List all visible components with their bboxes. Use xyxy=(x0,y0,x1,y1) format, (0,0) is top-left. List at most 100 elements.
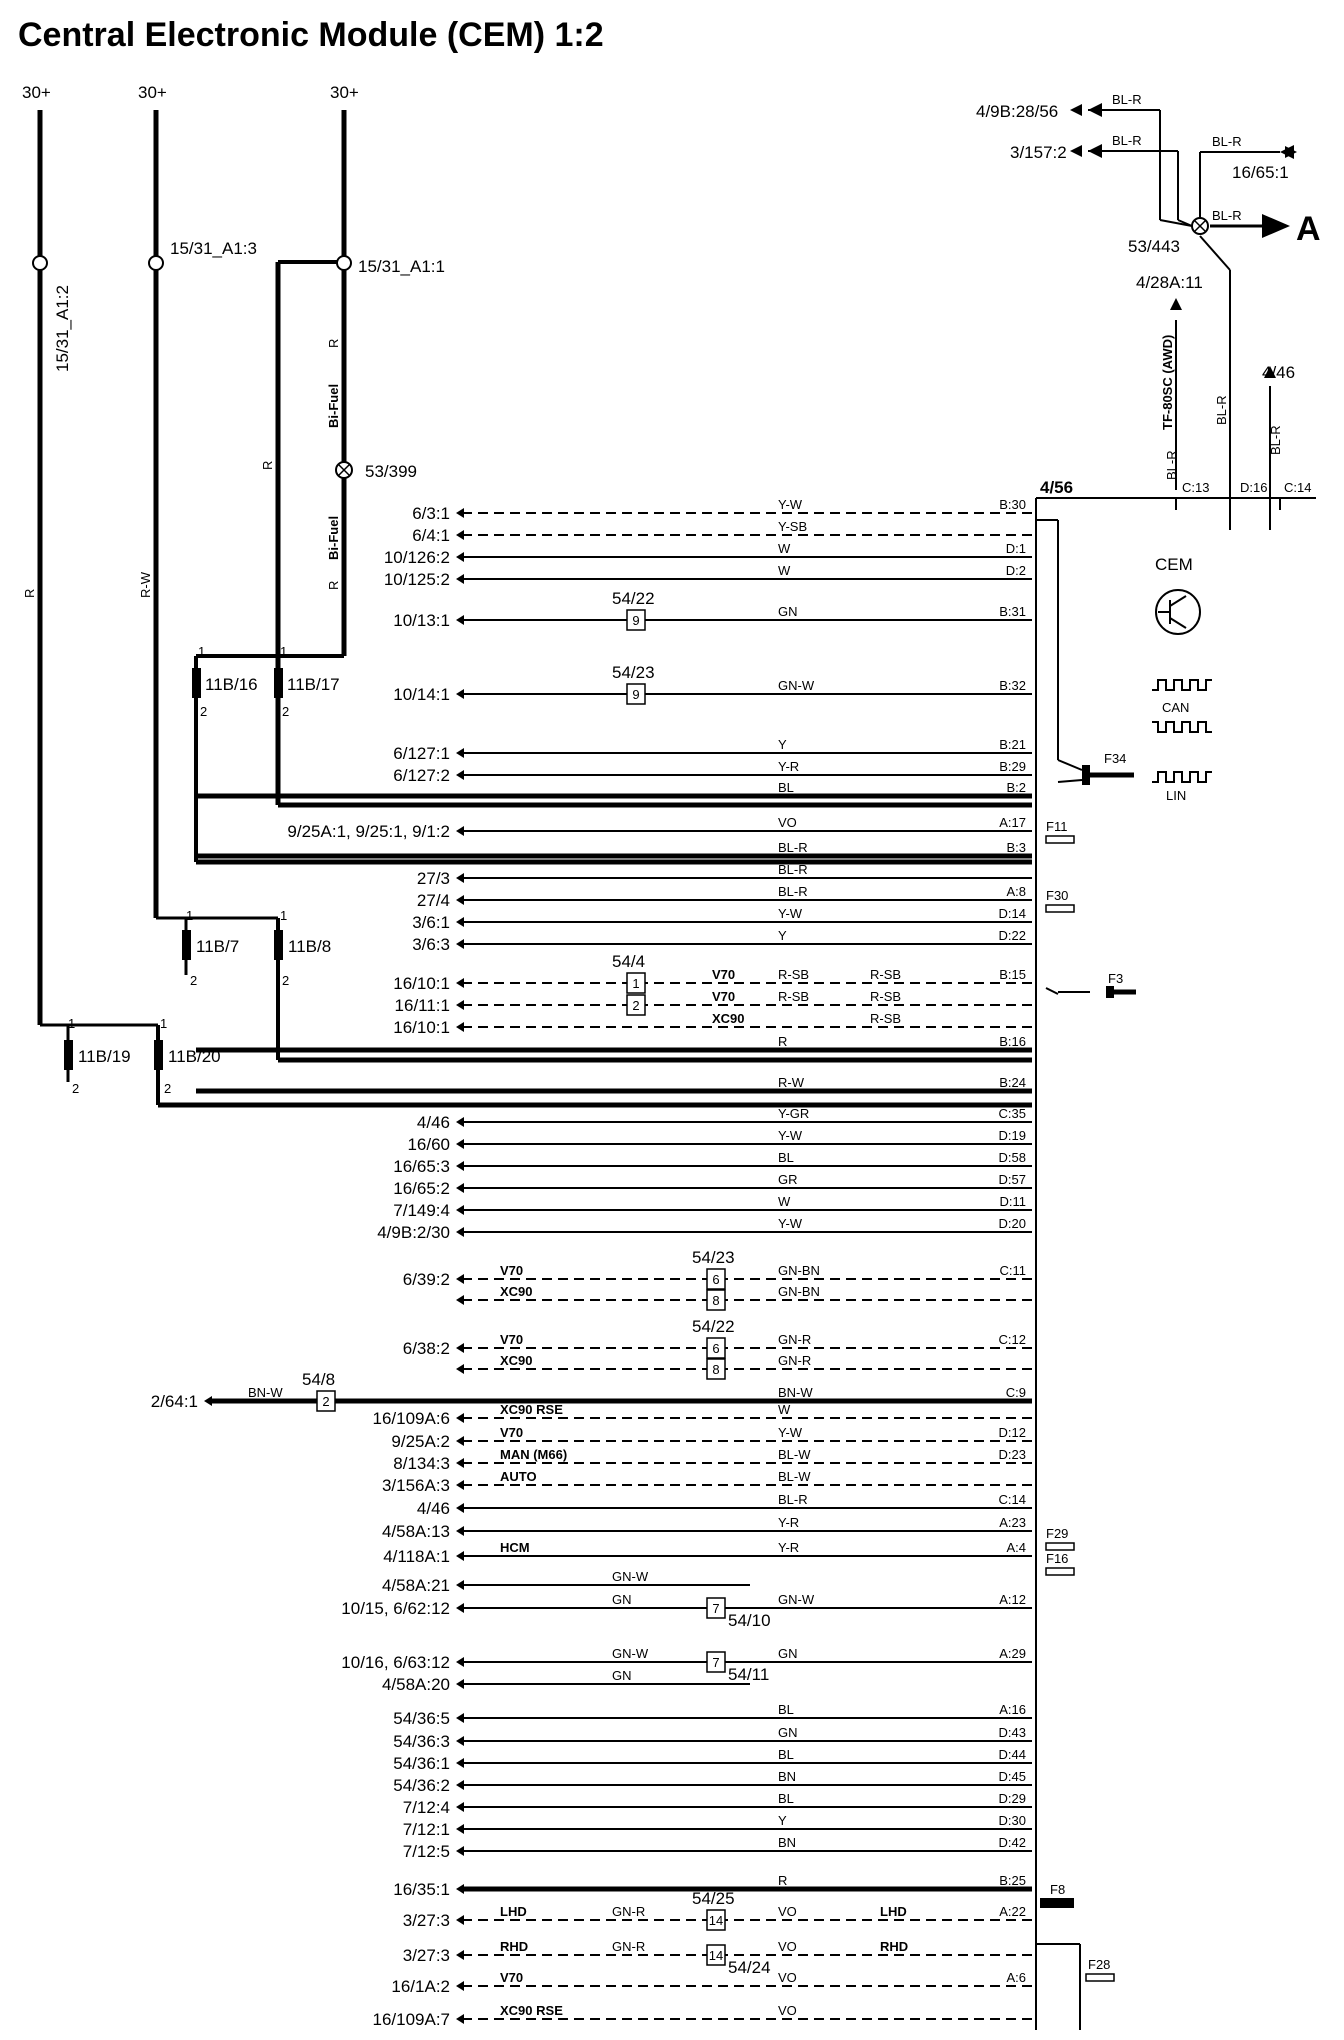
pin-c13: C:13 xyxy=(1182,480,1209,495)
wire-color: Y-W xyxy=(778,1425,803,1440)
pin-label: B:30 xyxy=(999,497,1026,512)
splice-right xyxy=(336,255,352,271)
pin-label: C:11 xyxy=(1000,1263,1027,1278)
wire-color: R-SB xyxy=(870,989,901,1004)
arrow-icon xyxy=(456,978,464,988)
pin-label: D:44 xyxy=(999,1747,1026,1762)
arrow-icon xyxy=(456,748,464,758)
variant-label: AUTO xyxy=(500,1469,537,1484)
row-destination: 10/125:2 xyxy=(384,570,450,589)
wire-color: VO xyxy=(778,1904,797,1919)
pin-label: D:19 xyxy=(999,1128,1026,1143)
wire-color: R xyxy=(778,1873,787,1888)
pin-label: B:32 xyxy=(999,678,1026,693)
wire-color: W xyxy=(778,1402,791,1417)
wire-color-left: R xyxy=(22,589,37,598)
variant-label: LHD xyxy=(500,1904,527,1919)
dest-3-157-2: 3/157:2 xyxy=(1010,143,1067,162)
fuse-f34-label: F34 xyxy=(1104,751,1126,766)
connector-box xyxy=(316,1390,336,1412)
wire-color: GN-R xyxy=(778,1353,811,1368)
arrow-icon xyxy=(456,1139,464,1149)
wire-color: Y-GR xyxy=(778,1106,809,1121)
row-destination: 7/12:1 xyxy=(403,1820,450,1839)
connector-box-number: 2 xyxy=(322,1394,329,1409)
arrow-icon xyxy=(456,1580,464,1590)
svg-text:1: 1 xyxy=(186,908,193,923)
connector-box-label: 54/10 xyxy=(728,1611,771,1630)
cem-outline xyxy=(1035,497,1316,2030)
splice-left-label: 15/31_A1:2 xyxy=(53,285,72,372)
pin-label: A:23 xyxy=(999,1515,1026,1530)
fuse-f29-label: F29 xyxy=(1046,1526,1068,1541)
can-signal-icon xyxy=(1152,679,1212,733)
row-destination: 16/11:1 xyxy=(395,996,450,1015)
wire-color: BN xyxy=(778,1835,796,1850)
row-destination: 16/1A:2 xyxy=(391,1977,450,1996)
fuse-f16-label: F16 xyxy=(1046,1551,1068,1566)
svg-text:1: 1 xyxy=(280,644,287,659)
wire-color: Y-W xyxy=(778,1128,803,1143)
pin-d16: D:16 xyxy=(1240,480,1267,495)
pin-label: D:1 xyxy=(1006,541,1026,556)
connector-box xyxy=(706,1289,726,1311)
variant-label: XC90 RSE xyxy=(500,2003,563,2018)
wire-color: Y xyxy=(778,928,787,943)
transistor-icon xyxy=(1155,589,1201,635)
connector-box xyxy=(626,609,646,631)
row-destination: 10/15, 6/62:12 xyxy=(341,1599,450,1618)
wire-color: BL xyxy=(778,1150,794,1165)
arrow-icon xyxy=(456,1205,464,1215)
pin-label: B:2 xyxy=(1006,780,1026,795)
row-destination: 9/25A:1, 9/25:1, 9/1:2 xyxy=(287,822,450,841)
arrow-icon xyxy=(456,1295,464,1305)
svg-text:2: 2 xyxy=(190,973,197,988)
row-destination: 16/10:1 xyxy=(393,974,450,993)
pin-label: A:16 xyxy=(999,1702,1026,1717)
fuse-f3-label: F3 xyxy=(1108,971,1123,986)
wire-color: R xyxy=(778,1034,787,1049)
wire-color-c13: BL-R xyxy=(1164,450,1179,480)
arrow-icon xyxy=(456,770,464,780)
variant-label: XC90 RSE xyxy=(500,1402,563,1417)
wire-color: GN-BN xyxy=(778,1263,820,1278)
row-destination: 16/109A:6 xyxy=(372,1409,450,1428)
cem-label: CEM xyxy=(1155,555,1193,574)
connector-box xyxy=(626,683,646,705)
variant-label: V70 xyxy=(500,1263,523,1278)
wire-color: Y xyxy=(778,737,787,752)
wire-color: Y xyxy=(778,1813,787,1828)
wire-color: Y-R xyxy=(778,759,799,774)
wire-color: GN xyxy=(778,604,798,619)
wire-color: Y-R xyxy=(778,1540,799,1555)
wire-color: BL xyxy=(778,1702,794,1717)
row-destination: 54/36:3 xyxy=(393,1732,450,1751)
row-destination: 4/118A:1 xyxy=(383,1547,450,1566)
wire-color: VO xyxy=(778,815,797,830)
wire-color-r1: BL-R xyxy=(1112,92,1142,107)
bifuel-wire-2: R xyxy=(326,581,341,590)
fuse-f8-icon xyxy=(1040,1898,1074,1908)
connector-box-label: 54/22 xyxy=(612,589,655,608)
wire-color: GN-R xyxy=(778,1332,811,1347)
variant-label: V70 xyxy=(500,1970,523,1985)
wire-color: R-SB xyxy=(778,967,809,982)
pin-label: D:29 xyxy=(999,1791,1026,1806)
connector-box-label: 54/23 xyxy=(612,663,655,682)
wire-color: BL xyxy=(778,1747,794,1762)
arrow-icon xyxy=(456,1736,464,1746)
connector-box-number: 2 xyxy=(632,998,639,1013)
fuse-f28 xyxy=(1085,1973,1115,1982)
connector-11b-blocks xyxy=(64,668,283,1070)
connector-box-number: 6 xyxy=(712,1272,719,1287)
row-destination: 6/127:2 xyxy=(393,766,450,785)
variant-label: XC90 xyxy=(712,1011,745,1026)
wire-color: GN xyxy=(612,1668,632,1683)
pin-label: A:22 xyxy=(999,1904,1026,1919)
arrow-icon xyxy=(456,1343,464,1353)
arrow-icon xyxy=(1070,104,1082,116)
wire-color: BL-R xyxy=(778,1492,808,1507)
row-destination: 9/25A:2 xyxy=(391,1432,450,1451)
connector-box-label: 54/4 xyxy=(612,952,645,971)
